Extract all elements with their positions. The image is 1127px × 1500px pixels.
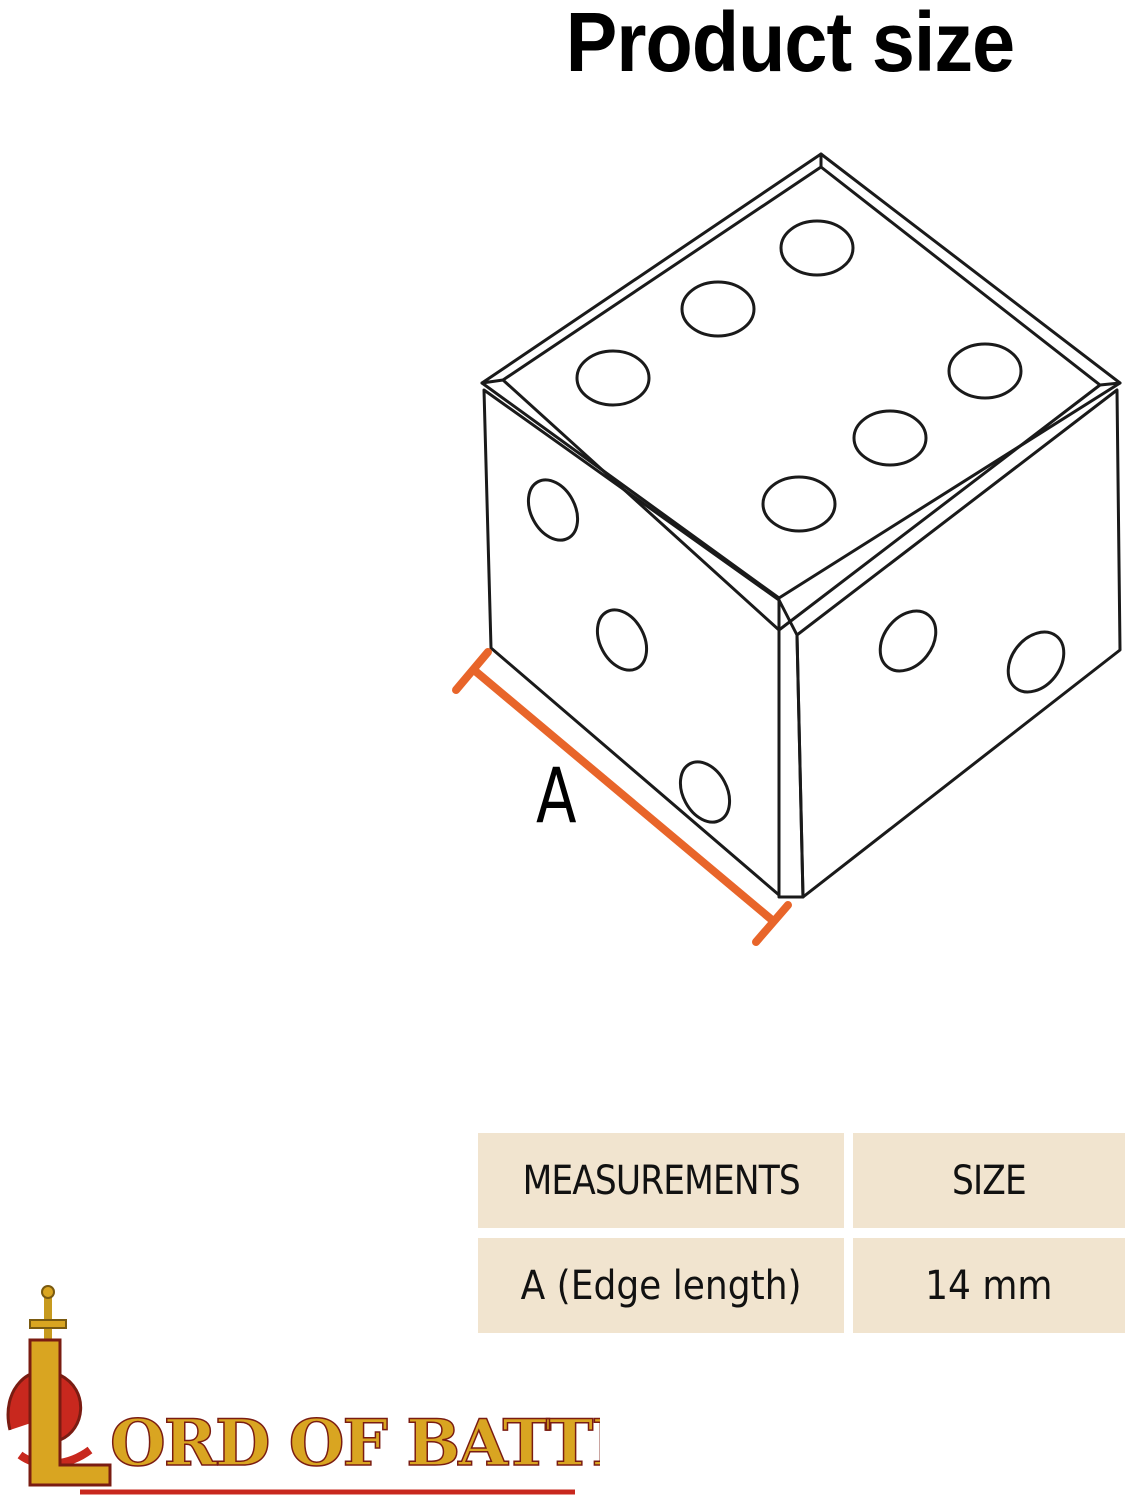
logo-wordmark: ORD OF BATTLES bbox=[110, 1406, 600, 1481]
pip-top-4 bbox=[947, 342, 1023, 400]
pip-right-1 bbox=[878, 609, 938, 673]
pip-top-6 bbox=[761, 475, 837, 533]
pip-left-1 bbox=[526, 478, 580, 542]
table-header-size: SIZE bbox=[853, 1133, 1125, 1228]
pip-top-5 bbox=[852, 409, 928, 467]
dimension-label: A bbox=[536, 751, 577, 840]
pip-top-2 bbox=[680, 280, 756, 338]
pip-left-3 bbox=[678, 760, 732, 824]
pip-top-3 bbox=[575, 349, 651, 407]
dice-top-bevel bbox=[501, 165, 1102, 632]
table-header-measurements: MEASUREMENTS bbox=[478, 1133, 844, 1228]
table-cell-measurement: A (Edge length) bbox=[478, 1238, 844, 1333]
table-cell-size: 14 mm bbox=[853, 1238, 1125, 1333]
dice-right-face bbox=[795, 388, 1122, 899]
page-title: Product size bbox=[565, 0, 1015, 89]
lord-of-battles-logo: ORD OF BATTLES bbox=[6, 1285, 600, 1495]
pip-top-1 bbox=[779, 219, 855, 277]
pip-right-2 bbox=[1006, 630, 1066, 694]
pip-left-2 bbox=[595, 608, 649, 672]
dimension-line-a bbox=[452, 648, 792, 946]
dice-left-face bbox=[482, 388, 781, 897]
dice-diagram bbox=[452, 152, 1122, 946]
logo-letter-l bbox=[28, 1338, 112, 1487]
